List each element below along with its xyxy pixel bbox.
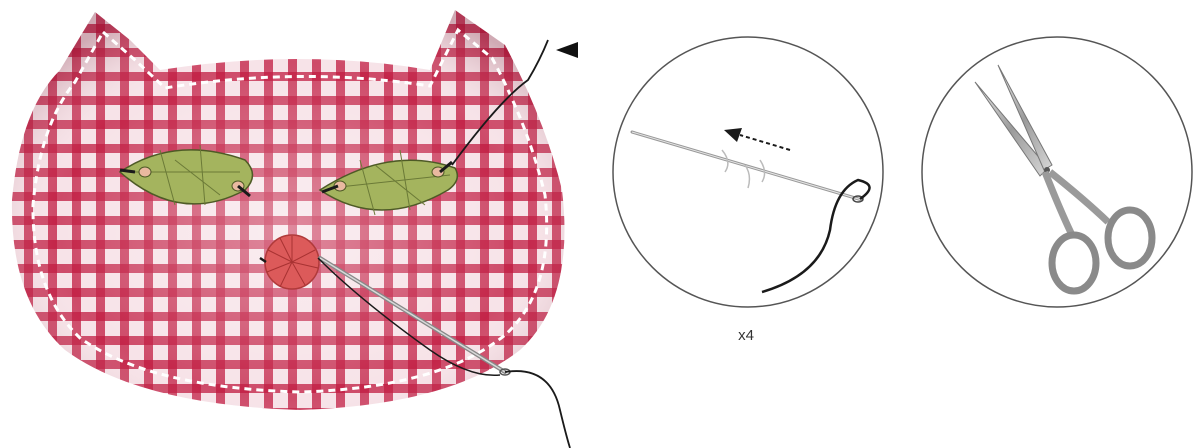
- step-count-label: x4: [738, 327, 754, 344]
- arrow-icon: [556, 42, 578, 58]
- cat-face-illustration: [12, 10, 578, 448]
- scissors-illustration: [922, 37, 1192, 307]
- stitch-closeup-illustration: x4: [613, 37, 883, 344]
- scissors-circle: [922, 37, 1192, 307]
